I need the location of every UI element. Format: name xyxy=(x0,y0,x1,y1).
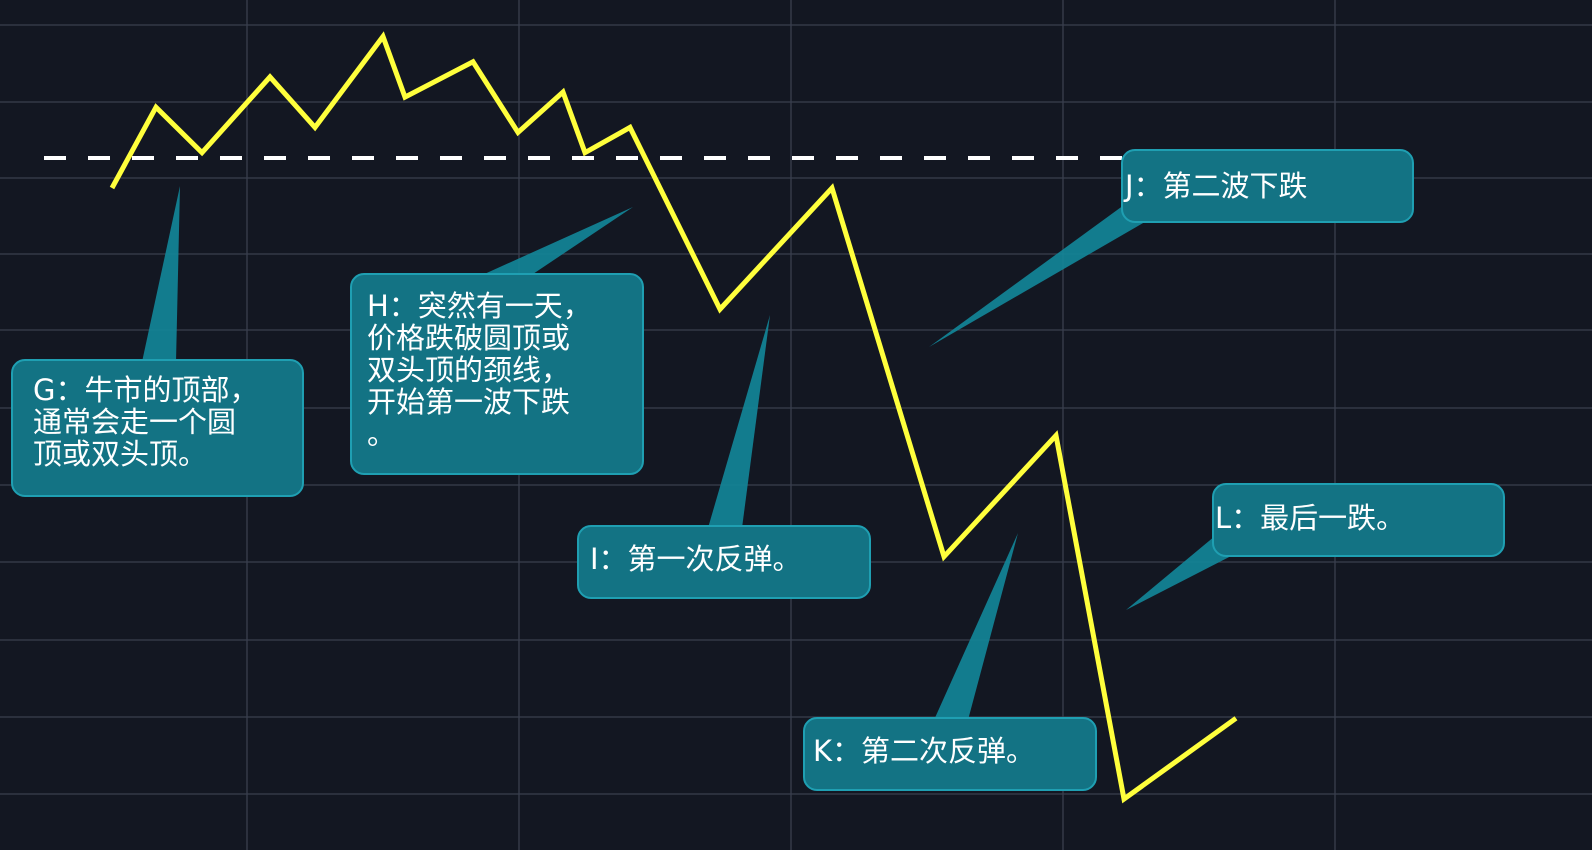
callout-i-text: I：第一次反弹。 xyxy=(590,542,802,576)
callout-j-text: J：第二波下跌 xyxy=(1125,169,1308,203)
callout-l-text: L：最后一跌。 xyxy=(1215,501,1406,535)
callout-j-box xyxy=(1121,149,1414,223)
callout-l-box xyxy=(1212,483,1505,557)
callout-h-text: H：突然有一天， 价格跌破圆顶或 双头顶的颈线， 开始第一波下跌 。 xyxy=(367,289,592,451)
callout-i-box xyxy=(577,525,871,599)
callout-k-box xyxy=(803,717,1097,791)
callout-k-text: K：第二次反弹。 xyxy=(813,734,1036,768)
callout-g-box xyxy=(11,359,304,497)
callout-k-pointer xyxy=(934,533,1018,720)
callout-j-pointer xyxy=(929,205,1150,347)
callout-i-pointer xyxy=(708,315,770,528)
callout-g-text: G：牛市的顶部， 通常会走一个圆 顶或双头顶。 xyxy=(33,373,259,471)
callout-pointers xyxy=(142,186,1235,720)
price-line xyxy=(109,31,1238,804)
callout-h-box xyxy=(350,273,644,475)
callout-l-pointer xyxy=(1126,536,1235,610)
callout-g-pointer xyxy=(142,186,180,362)
callout-h-pointer xyxy=(480,207,633,276)
callout-boxes xyxy=(11,149,1505,791)
